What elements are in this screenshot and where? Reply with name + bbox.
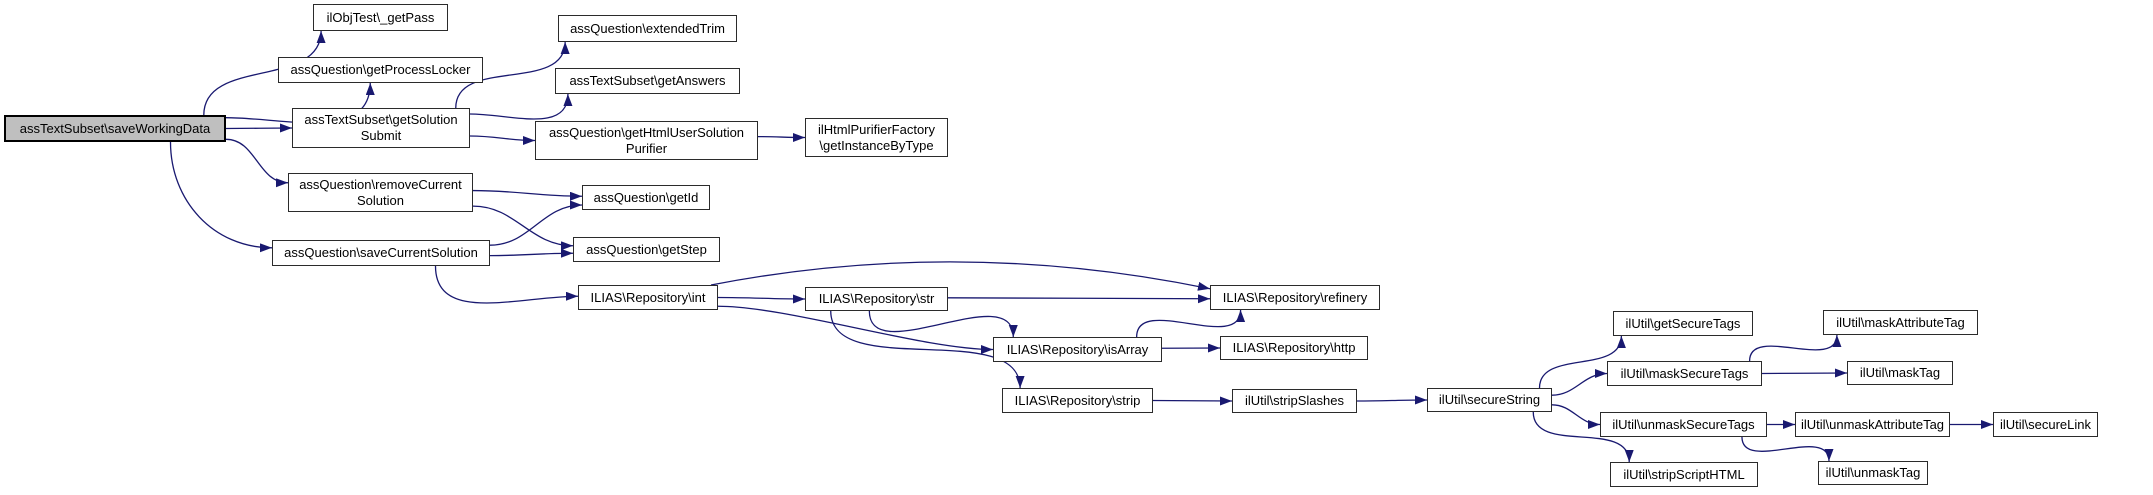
edge-int-str <box>717 294 806 304</box>
node-label: assQuestion\getStep <box>586 241 707 257</box>
edge-removecurrent-getid <box>472 189 583 201</box>
node-label: assTextSubset\saveWorkingData <box>19 120 211 136</box>
node-getpass[interactable]: ilObjTest\_getPass <box>313 4 448 31</box>
edge-htmlpurifier-instancebytype <box>757 132 806 142</box>
node-savecurrent[interactable]: assQuestion\saveCurrentSolution <box>272 240 490 266</box>
node-processlocker[interactable]: assQuestion\getProcessLocker <box>278 57 483 83</box>
node-refinery[interactable]: ILIAS\Repository\refinery <box>1210 285 1380 310</box>
edge-str-refinery <box>947 294 1211 304</box>
edge-saveworkingdata-solutionsubmit <box>225 123 293 133</box>
node-strip[interactable]: ILIAS\Repository\strip <box>1002 388 1153 413</box>
node-label: assQuestion\removeCurrent <box>299 176 462 192</box>
node-unmaskattributetag[interactable]: ilUtil\unmaskAttributeTag <box>1795 412 1950 437</box>
node-label: Submit <box>360 128 402 143</box>
edge-stripslashes-securestring <box>1356 395 1428 405</box>
edge-str-isarray <box>868 310 1018 338</box>
edge-saveworkingdata-savecurrent <box>169 141 273 253</box>
node-label: ilUtil\maskSecureTags <box>1620 365 1749 381</box>
node-label: Solution <box>357 192 404 208</box>
node-instancebytype[interactable]: ilHtmlPurifierFactory\getInstanceByType <box>805 118 948 157</box>
node-masksecuretags[interactable]: ilUtil\maskSecureTags <box>1607 361 1762 386</box>
node-label: ILIAS\Repository\isArray <box>1006 341 1149 357</box>
node-label: ilHtmlPurifierFactory <box>817 121 935 137</box>
edge-strip-stripslashes <box>1152 396 1233 406</box>
node-getanswers[interactable]: assTextSubset\getAnswers <box>555 68 740 94</box>
node-label: ilObjTest\_getPass <box>326 9 435 25</box>
node-getid[interactable]: assQuestion\getId <box>582 185 710 210</box>
node-getstep[interactable]: assQuestion\getStep <box>573 237 720 262</box>
node-label: ilUtil\getSecureTags <box>1625 315 1741 331</box>
node-label: assQuestion\extendedTrim <box>570 20 725 36</box>
edge-securestring-masksecuretags <box>1551 369 1608 396</box>
node-label: ILIAS\Repository\http <box>1232 340 1356 355</box>
node-extendedtrim[interactable]: assQuestion\extendedTrim <box>558 15 737 42</box>
edge-unmasksecuretags-unmasktag <box>1741 436 1834 462</box>
node-label: ilUtil\secureLink <box>1999 416 2092 432</box>
edge-isarray-refinery <box>1136 309 1246 338</box>
edge-int-refinery <box>710 261 1211 291</box>
edge-str-strip <box>830 310 1025 389</box>
node-label: ILIAS\Repository\refinery <box>1222 289 1368 305</box>
edge-savecurrent-int <box>434 265 579 304</box>
node-str[interactable]: ILIAS\Repository\str <box>805 287 948 311</box>
node-securelink[interactable]: ilUtil\secureLink <box>1993 412 2098 437</box>
node-label: assQuestion\getHtmlUserSolution <box>548 124 745 140</box>
edge-solutionsubmit-getanswers <box>469 93 573 120</box>
node-masktag[interactable]: ilUtil\maskTag <box>1847 361 1953 385</box>
node-label: ilUtil\maskAttributeTag <box>1836 314 1965 330</box>
node-maskattributetag[interactable]: ilUtil\maskAttributeTag <box>1823 310 1978 335</box>
edge-securestring-unmasksecuretags <box>1551 404 1601 429</box>
node-label: assQuestion\getProcessLocker <box>290 62 471 77</box>
node-label: assTextSubset\getSolution <box>304 112 458 127</box>
node-label: ilUtil\secureString <box>1438 392 1541 407</box>
node-label: Purifier <box>625 140 668 156</box>
edge-masksecuretags-maskattributetag <box>1748 334 1842 362</box>
node-label: ilUtil\maskTag <box>1859 365 1941 380</box>
node-stripslashes[interactable]: ilUtil\stripSlashes <box>1232 389 1357 413</box>
node-saveworkingdata[interactable]: assTextSubset\saveWorkingData <box>4 115 226 142</box>
node-label: assTextSubset\getAnswers <box>569 73 726 88</box>
node-label: assQuestion\saveCurrentSolution <box>284 245 478 260</box>
node-stripscripthtml[interactable]: ilUtil\stripScriptHTML <box>1610 462 1758 487</box>
node-unmasksecuretags[interactable]: ilUtil\unmaskSecureTags <box>1600 412 1767 437</box>
node-unmasktag[interactable]: ilUtil\unmaskTag <box>1818 461 1928 485</box>
node-label: ilUtil\stripSlashes <box>1245 393 1344 408</box>
node-label: ilUtil\unmaskSecureTags <box>1612 416 1755 432</box>
edge-solutionsubmit-htmlpurifier <box>469 135 536 145</box>
node-securestring[interactable]: ilUtil\secureString <box>1427 388 1552 412</box>
node-label: ILIAS\Repository\str <box>818 291 935 306</box>
node-label: ilUtil\stripScriptHTML <box>1623 466 1745 482</box>
edge-savecurrent-getstep <box>489 248 574 258</box>
node-label: ILIAS\Repository\strip <box>1014 392 1141 408</box>
node-label: assQuestion\getId <box>593 189 699 205</box>
node-http[interactable]: ILIAS\Repository\http <box>1220 336 1368 360</box>
node-isarray[interactable]: ILIAS\Repository\isArray <box>993 337 1162 362</box>
node-label: ilUtil\unmaskAttributeTag <box>1800 416 1945 432</box>
node-label: ILIAS\Repository\int <box>590 289 706 305</box>
node-label: \getInstanceByType <box>819 137 934 153</box>
node-label: ilUtil\unmaskTag <box>1825 465 1921 480</box>
edge-int-isarray <box>717 305 994 354</box>
edge-saveworkingdata-removecurrent <box>225 138 289 188</box>
edge-masksecuretags-masktag <box>1761 368 1848 378</box>
node-getsecuretags[interactable]: ilUtil\getSecureTags <box>1613 311 1753 336</box>
edge-savecurrent-getid <box>489 200 583 246</box>
node-int[interactable]: ILIAS\Repository\int <box>578 285 718 310</box>
